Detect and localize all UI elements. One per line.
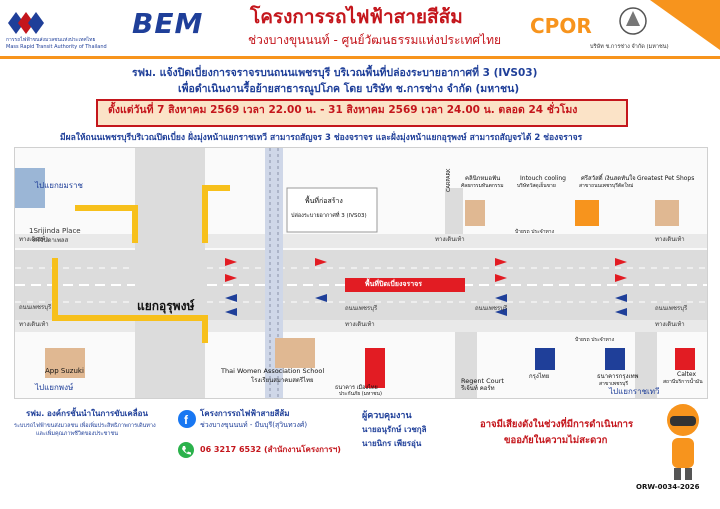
road3: ถนนเพชรบุรี bbox=[475, 305, 508, 312]
bbl2: สาขาเพชรบุรี bbox=[599, 381, 629, 387]
muangthai-building bbox=[365, 348, 385, 388]
ivs-box bbox=[286, 187, 378, 233]
mascot-icon bbox=[667, 404, 699, 480]
thai-women-th: โรงเรียนสมาคมสตรีไทย bbox=[251, 377, 314, 384]
header: การรถไฟฟ้าขนส่งมวลชนแห่งประเทศไทย Mass R… bbox=[0, 0, 720, 59]
facebook-icon: f bbox=[178, 410, 196, 428]
app-suzuki: App Suzuki bbox=[45, 367, 84, 375]
regent-th: รีเจ้นท์ คอร์ท bbox=[461, 385, 495, 392]
sorry1: อาจมีเสียงดังในช่วงที่มีการดำเนินการ bbox=[480, 419, 634, 430]
clinic-building bbox=[465, 200, 485, 226]
work-zone-bar bbox=[345, 278, 465, 292]
controller2: นายนิกร เพียรอุ่น bbox=[362, 439, 422, 448]
project-subtitle: ช่วงบางขุนนนท์ - ศูนย์วัฒนธรรมแห่งประเทศ… bbox=[248, 33, 502, 47]
effect-text: มีผลให้ถนนเพชรบุรีบริเวณปิดเบี่ยง ฝั่งมุ… bbox=[60, 133, 583, 143]
traffic-map: ไปแยกยมราช 1Srijinda Place ศรีจินดาเพลส … bbox=[14, 147, 708, 399]
greatest: Greatest Pet Shops bbox=[637, 175, 695, 182]
mrta-logo: การรถไฟฟ้าขนส่งมวลชนแห่งประเทศไทย Mass R… bbox=[6, 6, 126, 52]
mrta-name: การรถไฟฟ้าขนส่งมวลชนแห่งประเทศไทย bbox=[6, 37, 96, 43]
srirat2: สาขาถนนเพชรบุรีตัดใหม่ bbox=[579, 183, 634, 189]
date-banner bbox=[96, 99, 628, 127]
sorry2: ขออภัยในความไม่สะดวก bbox=[504, 435, 608, 446]
mrta-logo-icon bbox=[8, 12, 44, 34]
suzuki-building bbox=[45, 348, 85, 378]
ck-company: บริษัท ช.การช่าง จำกัด (มหาชน) bbox=[590, 44, 669, 50]
to-ratchathewi: ไปแยกราชเทวี bbox=[609, 387, 660, 396]
clinic: คลินิกหมอฟัน bbox=[465, 175, 501, 182]
apology-line2: ระบบรถไฟฟ้าขนส่งมวลชน เพื่อเพิ่มประสิทธิ… bbox=[14, 423, 156, 429]
krungthai: กรุงไทย bbox=[529, 373, 550, 380]
thai-women: Thai Women Association School bbox=[221, 367, 325, 375]
road2: ถนนเพชรบุรี bbox=[345, 305, 378, 312]
srijinda-building bbox=[15, 168, 45, 208]
bus-stop2: ป้ายรถ ประจำทาง bbox=[575, 337, 615, 343]
intouch-th: บริษัทวัสดุเย็นขาย bbox=[517, 183, 556, 189]
bus-stop1: ป้ายรถ ประจำทาง bbox=[515, 229, 555, 235]
controller-label: ผู้ควบคุมงาน bbox=[362, 411, 412, 421]
svg-text:f: f bbox=[184, 413, 189, 427]
sidewalk-top bbox=[15, 234, 707, 248]
srijinda: 1Srijinda Place bbox=[29, 227, 81, 235]
srijinda-th: ศรีจินดาเพลส bbox=[33, 237, 69, 244]
controller1: นายอนุรักษ์ เวชกุลิ bbox=[362, 425, 427, 434]
cpor-logo: CPOR bbox=[530, 14, 592, 38]
caltex: Caltex bbox=[677, 371, 697, 378]
srirat-building bbox=[575, 200, 599, 226]
notice-line1: รฟม. แจ้งปิดเบี่ยงการจราจรบนถนนเพชรบุรี … bbox=[132, 67, 538, 79]
footer: รฟม. องค์กรชั้นนำในการขับเคลื่อน ระบบรถไ… bbox=[0, 400, 720, 509]
work-zone: พื้นที่ปิดเบี่ยงจราจร bbox=[365, 280, 423, 288]
sidewalk4: ทางเดินเท้า bbox=[19, 321, 49, 328]
to-pratunam: ไปแยกพงษ์ bbox=[35, 383, 74, 392]
caltex-building bbox=[675, 348, 695, 370]
muangthai: ธนาคาร เมืองไทย bbox=[335, 385, 378, 391]
notice-line2: เพื่อดำเนินงานรื้อย้ายสาธารณูปโภค โดย บร… bbox=[178, 83, 520, 95]
mrta-name-en: Mass Rapid Transit Authority of Thailand bbox=[6, 44, 107, 50]
caltex-th: สถานีบริการน้ำมัน bbox=[663, 379, 703, 385]
map-drawing bbox=[15, 148, 707, 398]
muangthai2: ประกันภัย (มหาชน) bbox=[339, 391, 382, 397]
krungthai-building bbox=[535, 348, 555, 370]
sidewalk6: ทางเดินเท้า bbox=[655, 321, 685, 328]
road4: ถนนเพชรบุรี bbox=[655, 305, 688, 312]
intersection: แยกอุรุพงษ์ bbox=[137, 299, 195, 313]
sidewalk3: ทางเดินเท้า bbox=[655, 236, 685, 243]
intouch: Intouch cooling bbox=[520, 175, 566, 182]
project-title: โครงการรถไฟฟ้าสายสีส้ม bbox=[250, 6, 463, 28]
pr-ribbon bbox=[650, 0, 720, 50]
ivs-area: พื้นที่ก่อสร้าง bbox=[305, 197, 343, 205]
apology-line1: รฟม. องค์กรชั้นนำในการขับเคลื่อน bbox=[26, 409, 148, 418]
sidewalk2: ทางเดินเท้า bbox=[435, 236, 465, 243]
cross-road bbox=[135, 148, 205, 398]
bem-logo: BEM bbox=[132, 7, 204, 40]
apology-line3: และเพิ่มคุณภาพชีวิตของประชาชน bbox=[36, 431, 118, 437]
ck-logo-icon bbox=[619, 7, 647, 35]
carpark: CARPARK bbox=[446, 168, 452, 192]
srirat: ศรีสวัสดิ์ เงินสดทันใจ bbox=[581, 175, 636, 182]
pet-building bbox=[655, 200, 679, 226]
code: ORW-0034-2026 bbox=[636, 483, 700, 491]
bbl: ธนาคารกรุงเทพ bbox=[597, 373, 639, 380]
road1: ถนนเพชรบุรี bbox=[19, 304, 52, 311]
date-range: ตั้งแต่วันที่ 7 สิงหาคม 2569 เวลา 22.00 … bbox=[108, 104, 578, 116]
regent: Regent Court bbox=[461, 377, 504, 385]
sidewalk1: ทางเดินเท้า bbox=[19, 236, 49, 243]
fb-name: โครงการรถไฟฟ้าสายสีส้ม bbox=[200, 409, 290, 418]
bbl-building bbox=[605, 348, 625, 370]
school-building bbox=[275, 338, 315, 368]
ivs-label: ปล่องระบายอากาศที่ 3 (IVS03) bbox=[291, 213, 367, 219]
phone-icon bbox=[178, 442, 194, 458]
sidewalk5: ทางเดินเท้า bbox=[345, 321, 375, 328]
to-yommarat: ไปแยกยมราช bbox=[35, 181, 83, 190]
clinic2: ศัลยกรรมทันตกรรม bbox=[461, 183, 504, 189]
fb-sub: ช่วงบางขุนนนท์ - มีนบุรี(สุวินทวงศ์) bbox=[200, 421, 308, 429]
phone: 06 3217 6532 (สำนักงานโครงการฯ) bbox=[200, 445, 341, 454]
